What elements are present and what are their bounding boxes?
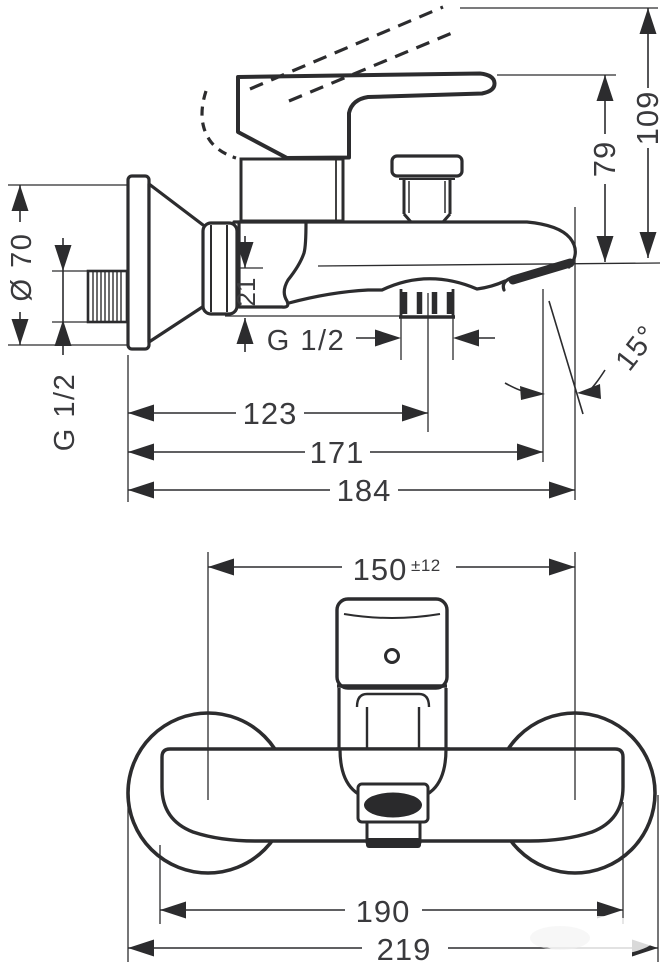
- dashed-handle-raised-position: [200, 5, 453, 160]
- dim-171-label: 171: [310, 435, 365, 470]
- dimension-184: 184: [128, 473, 575, 508]
- dimension-109: 109: [630, 8, 665, 258]
- dimension-outlet-g12: G 1/2: [267, 325, 495, 357]
- dimension-15-degrees: 15°: [504, 319, 665, 400]
- front-extension-lines: [127, 795, 659, 962]
- dim-150-tolerance-label: ±12: [411, 556, 441, 575]
- dim-79-label: 79: [587, 141, 622, 177]
- shower-outlet: [390, 154, 464, 223]
- aerator-band: [508, 258, 575, 285]
- escutcheon-cone: [147, 182, 209, 344]
- wall-flange: [126, 174, 151, 351]
- handle-base-block: [239, 157, 345, 223]
- aerator-face: [364, 792, 422, 818]
- knob-dot: [384, 648, 400, 664]
- dim-21-label: 21: [231, 278, 261, 307]
- dim-190-label: 190: [356, 894, 411, 929]
- lever-handle-outline: [236, 71, 497, 160]
- dim-219-label: 219: [377, 932, 432, 967]
- dimension-diameter-70: Ø 70: [6, 185, 38, 345]
- front-view-drawing: 150 ±12 190 219: [126, 552, 659, 967]
- dimension-123: 123: [128, 396, 428, 431]
- side-view-drawing: 109 79 Ø 70 G 1/2 21: [6, 5, 665, 508]
- handle-knob: [335, 597, 449, 690]
- dim-150-label: 150: [353, 552, 408, 587]
- dim-109-label: 109: [630, 91, 665, 146]
- dimension-21: 21: [231, 236, 261, 352]
- hex-nut: [201, 221, 239, 316]
- handle-front: [335, 597, 449, 749]
- dimension-79: 79: [587, 75, 622, 262]
- dim-outlet-thread-label: G 1/2: [267, 325, 345, 357]
- faucet-body-outline: [232, 220, 577, 309]
- dimension-inlet-g12: G 1/2: [49, 238, 81, 451]
- dim-angle-label: 15°: [610, 319, 665, 377]
- bottom-outlet-thread: [399, 289, 455, 319]
- dimension-150: 150 ±12: [208, 552, 575, 587]
- inlet-pipe-thread: [86, 269, 129, 324]
- dim-diameter-label: Ø 70: [6, 233, 38, 302]
- dimension-219: 219: [128, 932, 658, 967]
- dimension-190: 190: [160, 894, 623, 929]
- dimension-171: 171: [128, 435, 543, 470]
- dim-123-label: 123: [243, 396, 298, 431]
- front-spout: [336, 747, 450, 848]
- watermark: [530, 916, 657, 956]
- dim-184-label: 184: [337, 473, 392, 508]
- dim-inlet-thread-label: G 1/2: [49, 373, 81, 451]
